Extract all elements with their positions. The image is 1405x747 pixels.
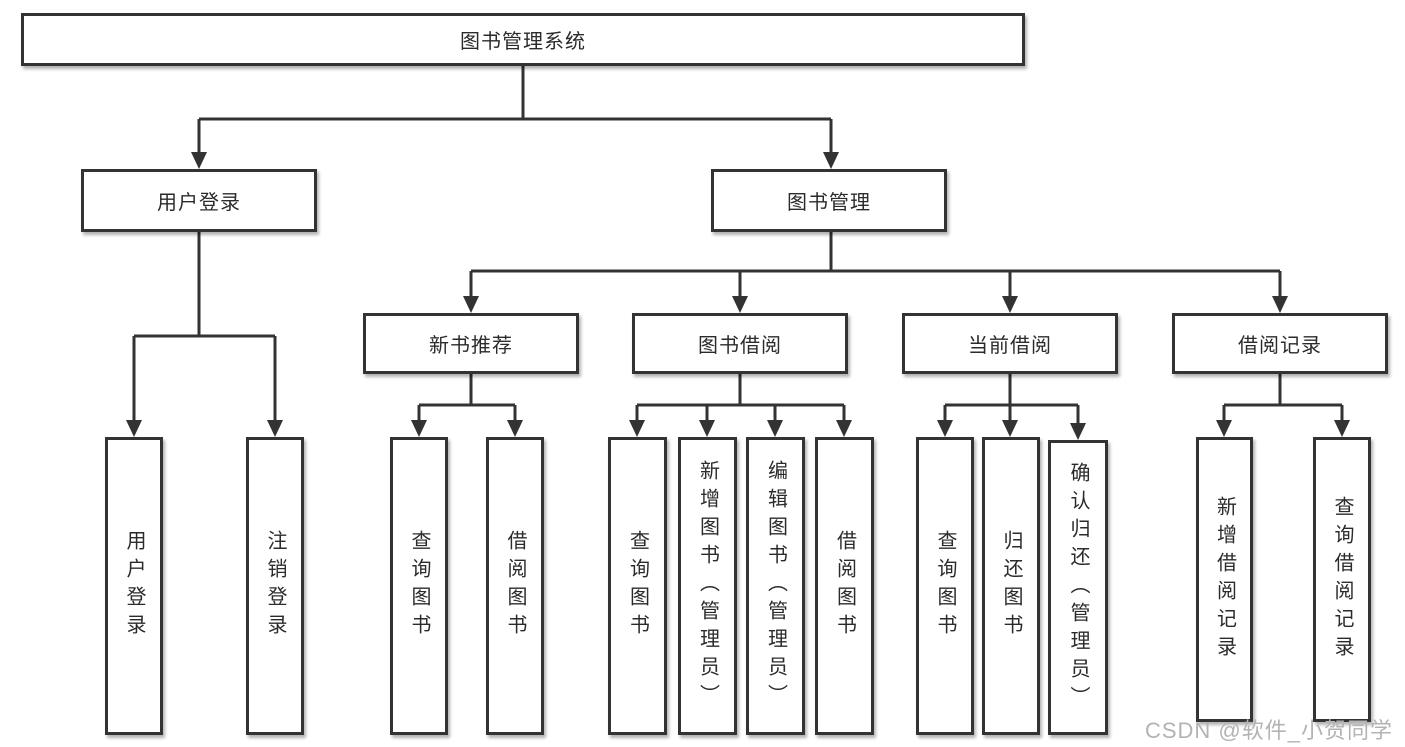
node-book-management-label: 图书管理 bbox=[787, 192, 871, 214]
arrow-down-icon bbox=[1002, 296, 1018, 313]
leaf-add-book-admin: 新增图书（管理员） bbox=[678, 437, 737, 735]
node-borrow-records: 借阅记录 bbox=[1172, 313, 1388, 374]
leaf-borrow-books-recommend: 借阅图书 bbox=[486, 437, 544, 735]
arrow-down-icon bbox=[937, 420, 953, 437]
arrow-down-icon bbox=[463, 296, 479, 313]
node-borrow-records-label: 借阅记录 bbox=[1238, 335, 1322, 357]
arrow-down-icon bbox=[507, 420, 523, 437]
node-book-borrow: 图书借阅 bbox=[632, 313, 848, 374]
leaf-query-borrow-record: 查询借阅记录 bbox=[1313, 437, 1371, 722]
watermark: CSDN @软件_小贺同学 bbox=[1144, 718, 1393, 743]
arrow-down-icon bbox=[699, 420, 715, 437]
arrow-down-icon bbox=[191, 152, 207, 169]
arrow-down-icon bbox=[1070, 423, 1086, 440]
node-current-borrow: 当前借阅 bbox=[902, 313, 1118, 374]
leaf-query-books-recommend: 查询图书 bbox=[390, 437, 448, 735]
node-book-management: 图书管理 bbox=[711, 169, 947, 232]
arrow-down-icon bbox=[1216, 420, 1232, 437]
leaf-user-login: 用户登录 bbox=[105, 437, 163, 735]
arrow-down-icon bbox=[126, 420, 142, 437]
arrow-down-icon bbox=[1272, 296, 1288, 313]
arrow-down-icon bbox=[823, 152, 839, 169]
leaf-confirm-return-admin: 确认归还（管理员） bbox=[1048, 440, 1108, 735]
node-root-label: 图书管理系统 bbox=[460, 31, 586, 53]
node-root: 图书管理系统 bbox=[21, 13, 1025, 66]
tree-connector-path bbox=[132, 66, 1344, 426]
node-user-login: 用户登录 bbox=[81, 169, 317, 232]
leaf-logout: 注销登录 bbox=[246, 437, 304, 735]
leaf-return-book: 归还图书 bbox=[982, 437, 1040, 735]
node-current-borrow-label: 当前借阅 bbox=[968, 335, 1052, 357]
arrow-down-icon bbox=[1334, 420, 1350, 437]
leaf-add-borrow-record: 新增借阅记录 bbox=[1196, 437, 1253, 722]
arrow-down-icon bbox=[1002, 420, 1018, 437]
arrow-down-icon bbox=[629, 420, 645, 437]
node-new-book-recommend-label: 新书推荐 bbox=[429, 335, 513, 357]
arrow-down-icon bbox=[767, 420, 783, 437]
leaf-borrow-books: 借阅图书 bbox=[815, 437, 874, 735]
arrow-down-icon bbox=[732, 296, 748, 313]
node-new-book-recommend: 新书推荐 bbox=[363, 313, 579, 374]
leaf-query-books-current: 查询图书 bbox=[916, 437, 974, 735]
node-user-login-label: 用户登录 bbox=[157, 192, 241, 214]
arrow-down-icon bbox=[836, 420, 852, 437]
node-book-borrow-label: 图书借阅 bbox=[698, 335, 782, 357]
leaf-query-books-borrow: 查询图书 bbox=[608, 437, 667, 735]
leaf-edit-book-admin: 编辑图书（管理员） bbox=[746, 437, 805, 735]
arrow-down-icon bbox=[267, 420, 283, 437]
arrowheads bbox=[126, 152, 1350, 440]
arrow-down-icon bbox=[411, 420, 427, 437]
